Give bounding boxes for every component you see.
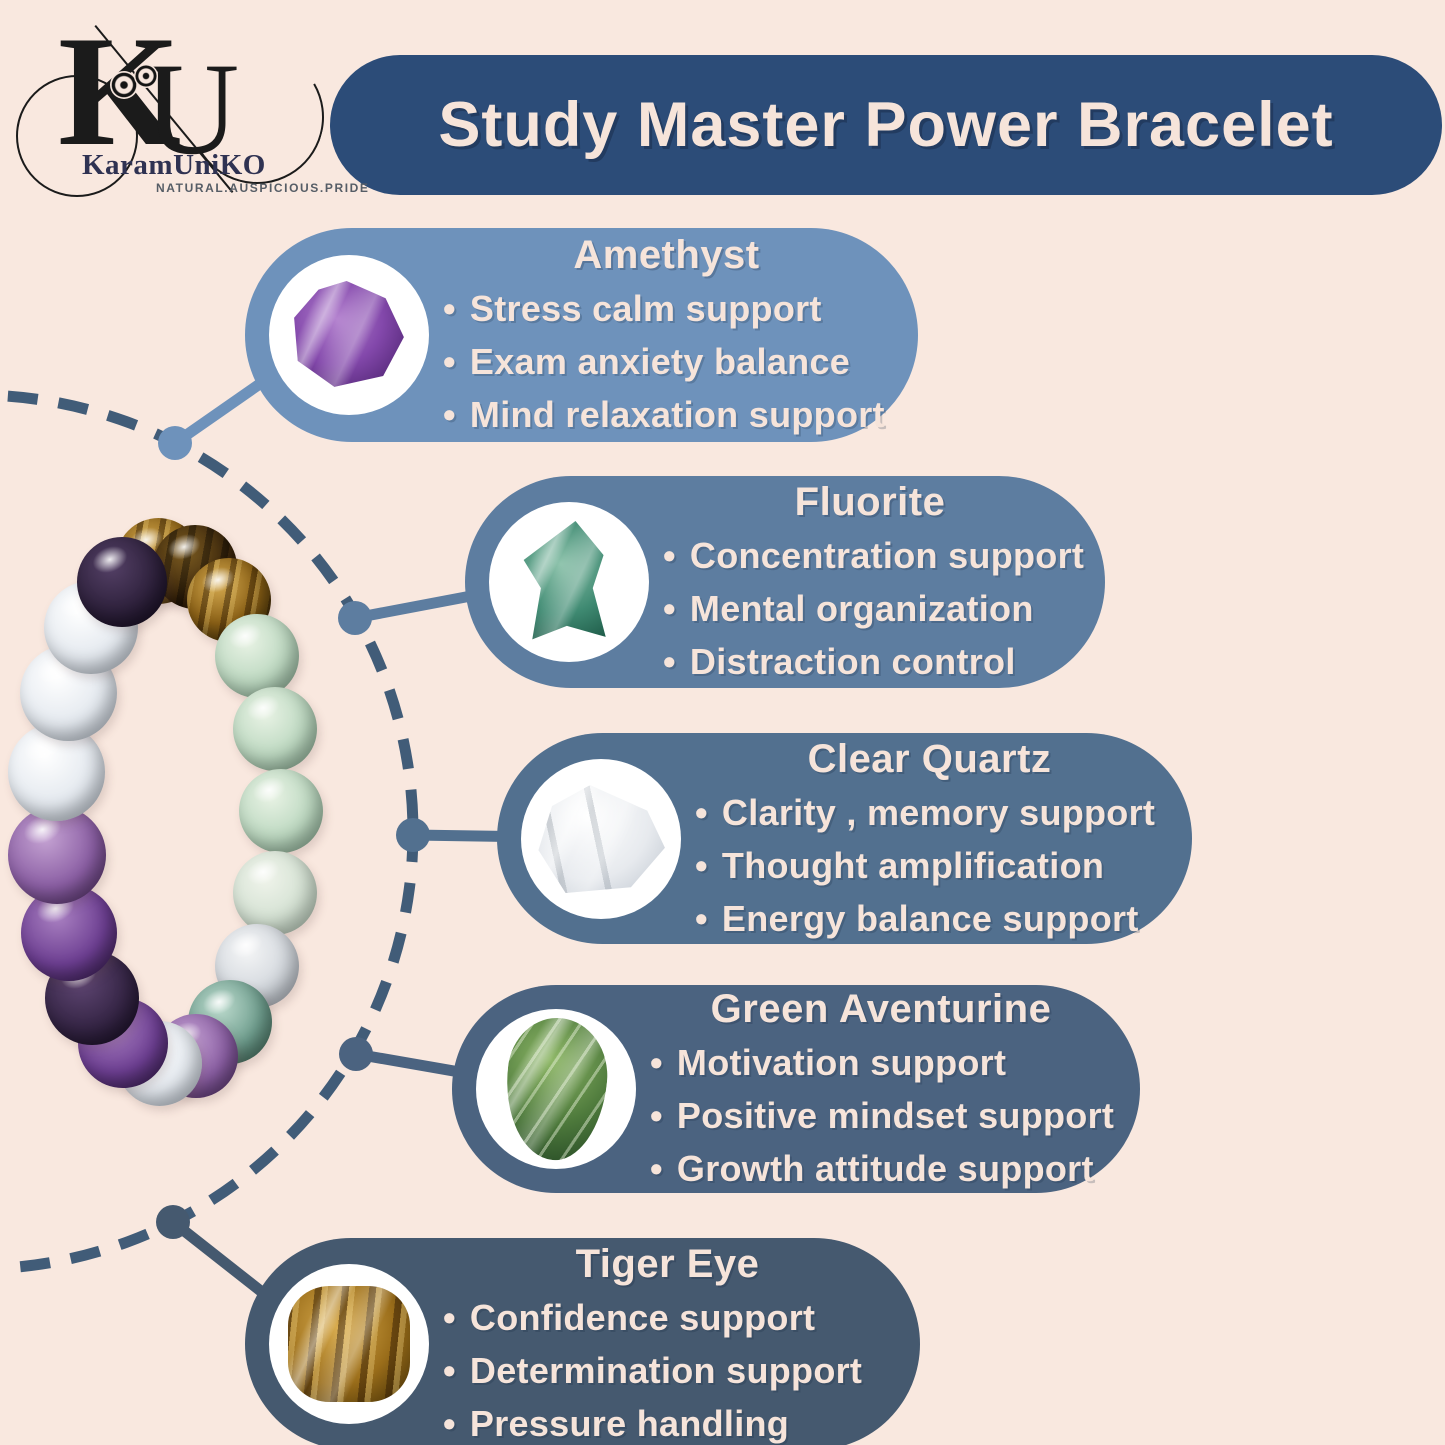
fluorite-stone-image: [523, 521, 606, 640]
benefit-text: Stress calm support: [469, 288, 822, 329]
benefit-item: • Energy balance support: [695, 892, 1164, 945]
stone-name: Tiger Eye: [575, 1242, 760, 1286]
stone-photo-frame: [269, 255, 429, 415]
bullet-icon: •: [443, 288, 456, 329]
connector-dot-tiger-eye: [156, 1205, 190, 1239]
benefit-text: Thought amplification: [721, 844, 1105, 886]
bullet-icon: •: [443, 1350, 456, 1391]
bullet-icon: •: [650, 1095, 663, 1136]
bullet-icon: •: [695, 844, 708, 886]
card-amethyst: Amethyst • Stress calm support • Exam anxi…: [245, 228, 918, 442]
benefit-item: • Exam anxiety balance: [443, 335, 890, 388]
logo-swirl-circle: [16, 75, 138, 197]
amethyst-stone-image: [294, 281, 404, 387]
benefit-text: Mental organization: [689, 588, 1034, 629]
benefit-text: Exam anxiety balance: [469, 341, 851, 382]
logo-monogram-u: U: [144, 35, 240, 182]
benefit-item: • Thought amplification: [695, 839, 1164, 892]
benefit-text: Distraction control: [689, 641, 1016, 682]
benefit-text: Motivation support: [676, 1042, 1007, 1083]
bullet-icon: •: [650, 1042, 663, 1083]
benefit-item: • Pressure handling: [443, 1397, 892, 1445]
benefit-item: • Growth attitude support: [650, 1142, 1112, 1195]
brand-name: KaramUniKO: [82, 149, 266, 181]
stone-photo-frame: [489, 502, 649, 662]
page-title: Study Master Power Bracelet: [438, 90, 1334, 160]
dashed-ring: [0, 390, 419, 1274]
bullet-icon: •: [650, 1148, 663, 1189]
bullet-icon: •: [663, 641, 676, 682]
benefit-item: • Positive mindset support: [650, 1089, 1115, 1142]
benefit-item: • Motivation support: [650, 1036, 1112, 1089]
card-tiger-eye: Tiger Eye • Confidence support • Determina…: [245, 1238, 920, 1445]
card-text-block: Tiger Eye • Confidence support • Determina…: [443, 1238, 892, 1445]
benefit-text: Mind relaxation support: [469, 394, 885, 435]
bullet-icon: •: [695, 791, 708, 833]
brand-logo: K U KaramUniKO NATURAL.AUSPICIOUS.PRIDE: [16, 13, 368, 215]
benefit-text: Clarity , memory support: [721, 791, 1156, 833]
stone-name: Amethyst: [573, 233, 760, 277]
benefit-text: Determination support: [469, 1350, 863, 1391]
benefit-item: • Mental organization: [663, 582, 1077, 635]
bullet-icon: •: [443, 1297, 456, 1338]
benefit-text: Confidence support: [469, 1297, 816, 1338]
benefit-text: Pressure handling: [469, 1403, 790, 1444]
bullet-icon: •: [663, 535, 676, 576]
benefit-text: Positive mindset support: [676, 1095, 1115, 1136]
benefit-item: • Stress calm support: [443, 282, 890, 335]
benefit-item: • Confidence support: [443, 1291, 892, 1344]
card-text-block: Fluorite • Concentration support • Mental …: [663, 476, 1084, 688]
bullet-icon: •: [443, 1403, 456, 1444]
stone-name: Clear Quartz: [807, 736, 1052, 781]
logo-gear-icon: [110, 71, 138, 99]
card-clear-quartz: Clear Quartz • Clarity , memory support •…: [497, 733, 1192, 944]
benefit-text: Concentration support: [689, 535, 1085, 576]
card-green-aventurine: Green Aventurine • Motivation support • Po…: [452, 985, 1140, 1193]
connector-dot-amethyst: [158, 426, 192, 460]
benefit-item: • Determination support: [443, 1344, 892, 1397]
card-text-block: Clear Quartz • Clarity , memory support •…: [695, 733, 1164, 945]
stone-name: Fluorite: [794, 480, 946, 524]
stone-name: Green Aventurine: [710, 987, 1052, 1031]
card-text-block: Amethyst • Stress calm support • Exam anxi…: [443, 229, 890, 441]
tiger-eye-stone-image: [288, 1286, 410, 1402]
title-banner: Study Master Power Bracelet: [330, 55, 1442, 195]
benefit-item: • Concentration support: [663, 529, 1084, 582]
stone-photo-frame: [269, 1264, 429, 1424]
benefit-item: • Distraction control: [663, 635, 1077, 688]
logo-gear-icon: [134, 64, 158, 88]
stone-photo-frame: [476, 1009, 636, 1169]
bullet-icon: •: [695, 897, 708, 939]
bullet-icon: •: [663, 588, 676, 629]
bullet-icon: •: [443, 394, 456, 435]
stone-photo-frame: [521, 758, 681, 919]
brand-tagline: NATURAL.AUSPICIOUS.PRIDE: [156, 181, 370, 195]
benefit-text: Growth attitude support: [676, 1148, 1094, 1189]
benefit-text: Energy balance support: [721, 897, 1139, 939]
card-text-block: Green Aventurine • Motivation support • Po…: [650, 983, 1115, 1195]
bullet-icon: •: [443, 341, 456, 382]
benefit-item: • Mind relaxation support: [443, 388, 890, 441]
green-aventurine-stone-image: [498, 1013, 614, 1165]
connector-dot-green-aventurine: [339, 1037, 373, 1071]
card-fluorite: Fluorite • Concentration support • Mental …: [465, 476, 1105, 688]
connector-dot-clear-quartz: [396, 818, 430, 852]
connector-dot-fluorite: [338, 601, 372, 635]
benefit-item: • Clarity , memory support: [695, 786, 1164, 839]
clear-quartz-stone-image: [538, 785, 665, 894]
